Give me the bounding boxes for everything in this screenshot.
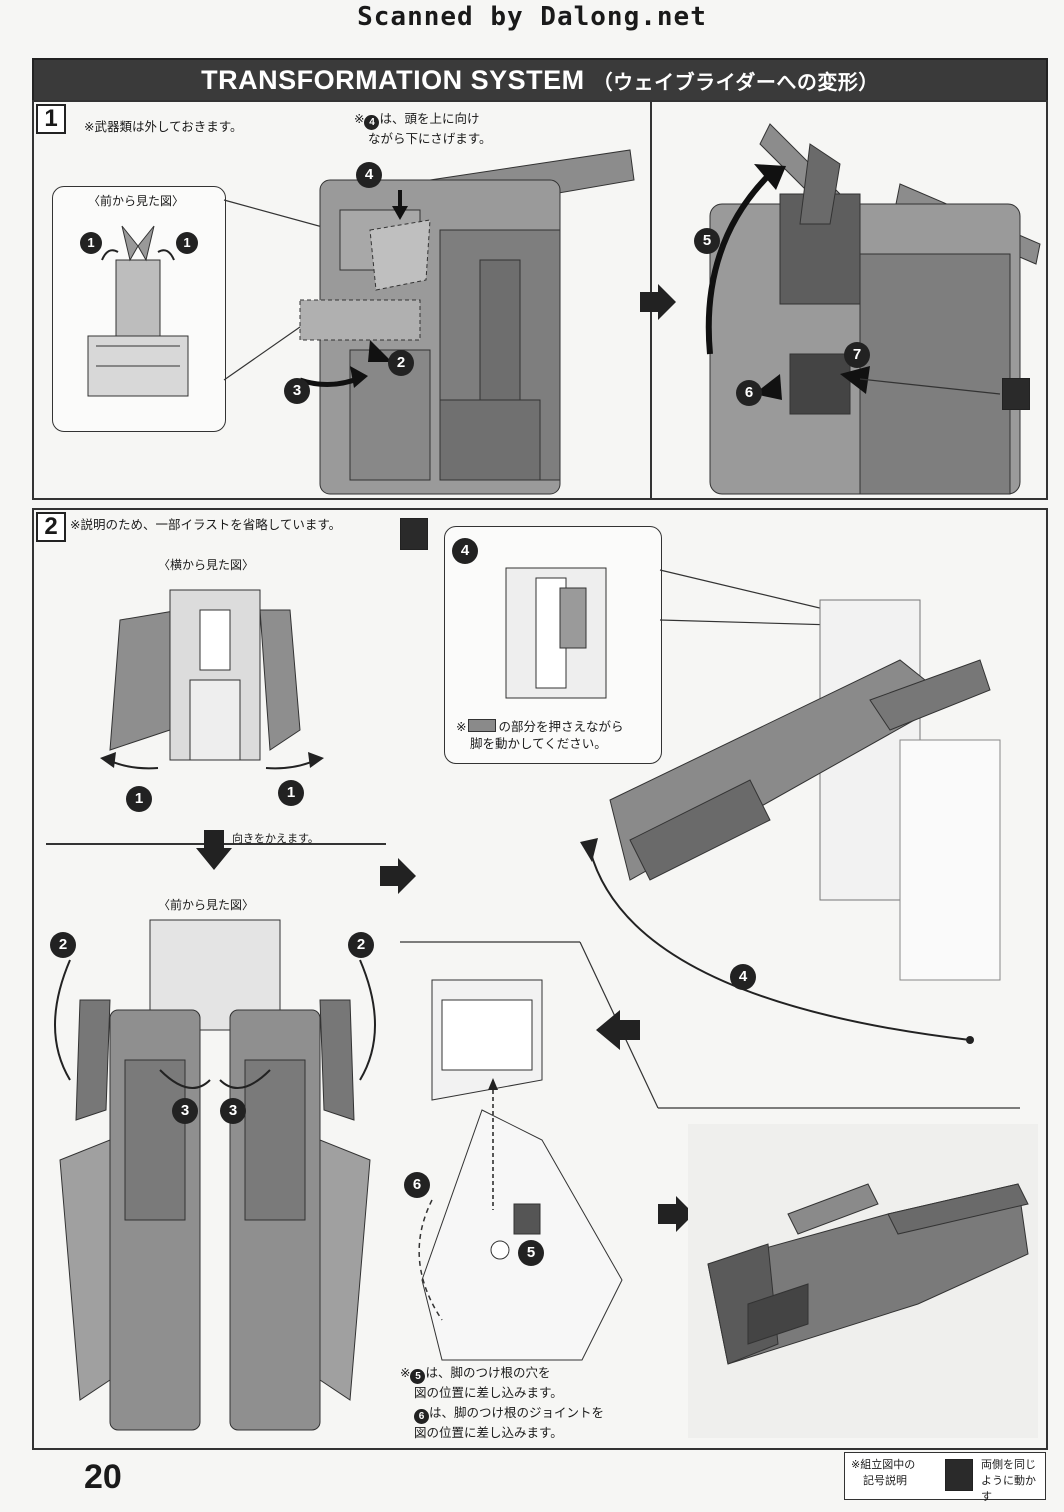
leg-note-a-line2: 図の位置に差し込みます。	[414, 1385, 563, 1400]
press-note-swatch	[468, 719, 497, 732]
step1-next-arrow	[640, 284, 676, 320]
step2-front-view-label: 〈前から見た図〉	[158, 898, 255, 912]
step2-side-view-label: 〈横から見た図〉	[158, 558, 255, 572]
step1-callout-4: 4	[356, 162, 382, 188]
step1-head-note-line1: は、頭を上に向け	[379, 111, 480, 126]
step2-completed-leg-figure	[688, 1124, 1038, 1438]
step1-robot-illustration-left	[223, 149, 635, 495]
step2-left-arrow	[596, 1010, 640, 1050]
step2-callout-1b: 1	[278, 780, 304, 806]
step2-callout-4: 4	[730, 964, 756, 990]
step2-hip-joint-figure	[418, 979, 623, 1361]
leg-note-b-ref: 6	[414, 1409, 429, 1424]
step1-callout-1a: 1	[80, 232, 102, 254]
step2-panel	[32, 508, 1048, 1450]
step1-number: 1	[36, 104, 66, 134]
step1-panel	[32, 100, 1048, 500]
step2-side-view-figure	[100, 589, 324, 770]
legend-title-line1: ※組立図中の	[851, 1458, 916, 1471]
step2-callout-1a: 1	[126, 786, 152, 812]
step2-inset-figure	[505, 567, 607, 699]
step2-callout-5: 5	[518, 1240, 544, 1266]
press-note-line1: の部分を押さえながら	[498, 719, 624, 734]
step1-callout-2: 2	[388, 350, 414, 376]
step2-right-arrow	[380, 858, 416, 894]
page-number: 20	[84, 1458, 122, 1496]
step2-number: 2	[36, 512, 66, 542]
step1-front-view-figure	[87, 225, 189, 397]
step2-callout-2a: 2	[50, 932, 76, 958]
header-subtitle: （ウェイブライダーへの変形）	[592, 72, 879, 94]
legend-desc-line2: ように動かす	[981, 1474, 1036, 1503]
step2-callout-3a: 3	[172, 1098, 198, 1124]
step1-weapons-note: ※武器類は外しておきます。	[84, 119, 243, 134]
step2-down-arrow	[196, 830, 232, 870]
leg-note-a-line1: は、脚のつけ根の穴を	[425, 1365, 551, 1380]
leg-note-a-ref: 5	[410, 1369, 426, 1384]
press-note-line2: 脚を動かしてください。	[470, 736, 607, 751]
step2-callout-6: 6	[404, 1172, 430, 1198]
step1-front-view-label: 〈前から見た図〉	[88, 194, 185, 208]
step2-press-note: ※ の部分を押さえながら 脚を動かしてください。	[456, 718, 624, 752]
step1-robot-illustration-right	[705, 123, 1041, 495]
step2-callout-2b: 2	[348, 932, 374, 958]
step1-head-note-line2: ながら下にさげます。	[368, 131, 492, 146]
symbol-legend: ※組立図中の 記号説明 両側を同じ ように動かす	[844, 1452, 1046, 1503]
press-note-mark: ※	[456, 719, 467, 734]
section-header: TRANSFORMATION SYSTEM （ウェイブライダーへの変形）	[32, 58, 1048, 102]
leg-note-b-line1: は、脚のつけ根のジョイントを	[429, 1405, 605, 1420]
step1-head-ref: 4	[364, 115, 380, 130]
step2-symmetric-move-icon	[400, 518, 428, 550]
step1-callout-6: 6	[736, 380, 762, 406]
legend-desc-line1: 両側を同じ	[981, 1458, 1036, 1471]
step2-leg-rotation-figure	[580, 599, 1001, 1044]
symmetric-move-icon	[1002, 378, 1030, 410]
step1-callout-1b: 1	[176, 232, 198, 254]
step2-callout-3b: 3	[220, 1098, 246, 1124]
step2-result-arrow	[658, 1196, 694, 1232]
step2-front-view-figure	[54, 919, 376, 1431]
leg-note-b-line2: 図の位置に差し込みます。	[414, 1425, 563, 1440]
legend-title-line2: 記号説明	[863, 1474, 907, 1487]
step1-callout-7: 7	[844, 342, 870, 368]
step2-turn-label: 向きをかえます。	[232, 832, 319, 845]
step1-callout-5: 5	[694, 228, 720, 254]
step2-inset-callout-4: 4	[452, 538, 478, 564]
legend-symmetric-move-icon	[945, 1459, 973, 1493]
header-title: TRANSFORMATION SYSTEM	[201, 65, 585, 95]
step2-omitted-note: ※説明のため、一部イラストを省略しています。	[70, 517, 342, 532]
step1-callout-3: 3	[284, 378, 310, 404]
scanner-credit: Scanned by Dalong.net	[357, 2, 707, 32]
